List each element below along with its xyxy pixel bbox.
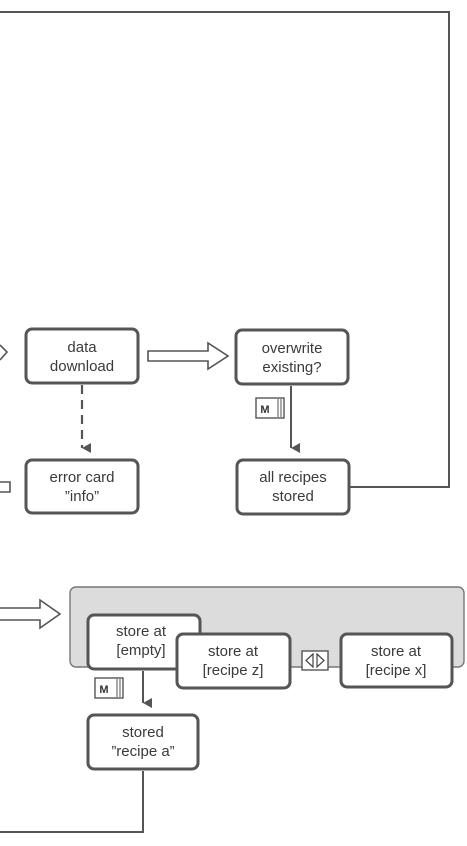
hollow-arrow-download-to-overwrite	[147, 341, 230, 371]
store-at-recipe-x-line2: [recipe x]	[366, 662, 427, 679]
overwrite-existing-box: overwrite existing?	[234, 328, 350, 386]
store-at-recipe-z-box: store at [recipe z]	[175, 632, 292, 690]
feedback-loop-line	[0, 11, 450, 488]
store-at-recipe-z-line2: [recipe z]	[203, 662, 264, 679]
incoming-hollow-arrow-error	[0, 481, 11, 493]
store-at-empty-line1: store at	[116, 623, 167, 640]
stored-recipe-a-box: stored ”recipe a”	[86, 713, 200, 771]
store-at-empty-box: store at [empty]	[86, 613, 202, 671]
error-card-line2: ”info”	[65, 488, 99, 505]
all-recipes-stored-line1: all recipes	[259, 469, 327, 486]
error-card-box: error card ”info”	[24, 458, 140, 515]
error-card-line1: error card	[49, 469, 114, 486]
incoming-hollow-arrow-top	[0, 344, 9, 361]
left-right-arrows-icon	[301, 650, 329, 671]
m-key-label-top: M	[260, 404, 269, 416]
all-recipes-stored-line2: stored	[272, 488, 314, 505]
stored-recipe-a-line2: ”recipe a”	[111, 743, 174, 760]
data-download-box: data download	[24, 327, 140, 385]
m-key-label-bottom: M	[99, 684, 108, 696]
hollow-arrow-into-panel	[0, 598, 62, 630]
m-key-icon-top: M	[255, 397, 285, 419]
store-at-recipe-x-box: store at [recipe x]	[339, 632, 454, 689]
store-at-empty-line2: [empty]	[116, 642, 165, 659]
store-at-recipe-x-line1: store at	[371, 643, 422, 660]
all-recipes-stored-box: all recipes stored	[235, 458, 351, 516]
stored-recipe-a-line1: stored	[122, 724, 164, 741]
overwrite-existing-line2: existing?	[262, 359, 321, 376]
bottom-exit-line	[0, 771, 144, 833]
data-download-line2: download	[50, 358, 114, 375]
overwrite-existing-line1: overwrite	[262, 340, 323, 357]
store-at-recipe-z-line1: store at	[208, 643, 259, 660]
data-download-line1: data	[67, 339, 97, 356]
m-key-icon-bottom: M	[94, 677, 124, 699]
